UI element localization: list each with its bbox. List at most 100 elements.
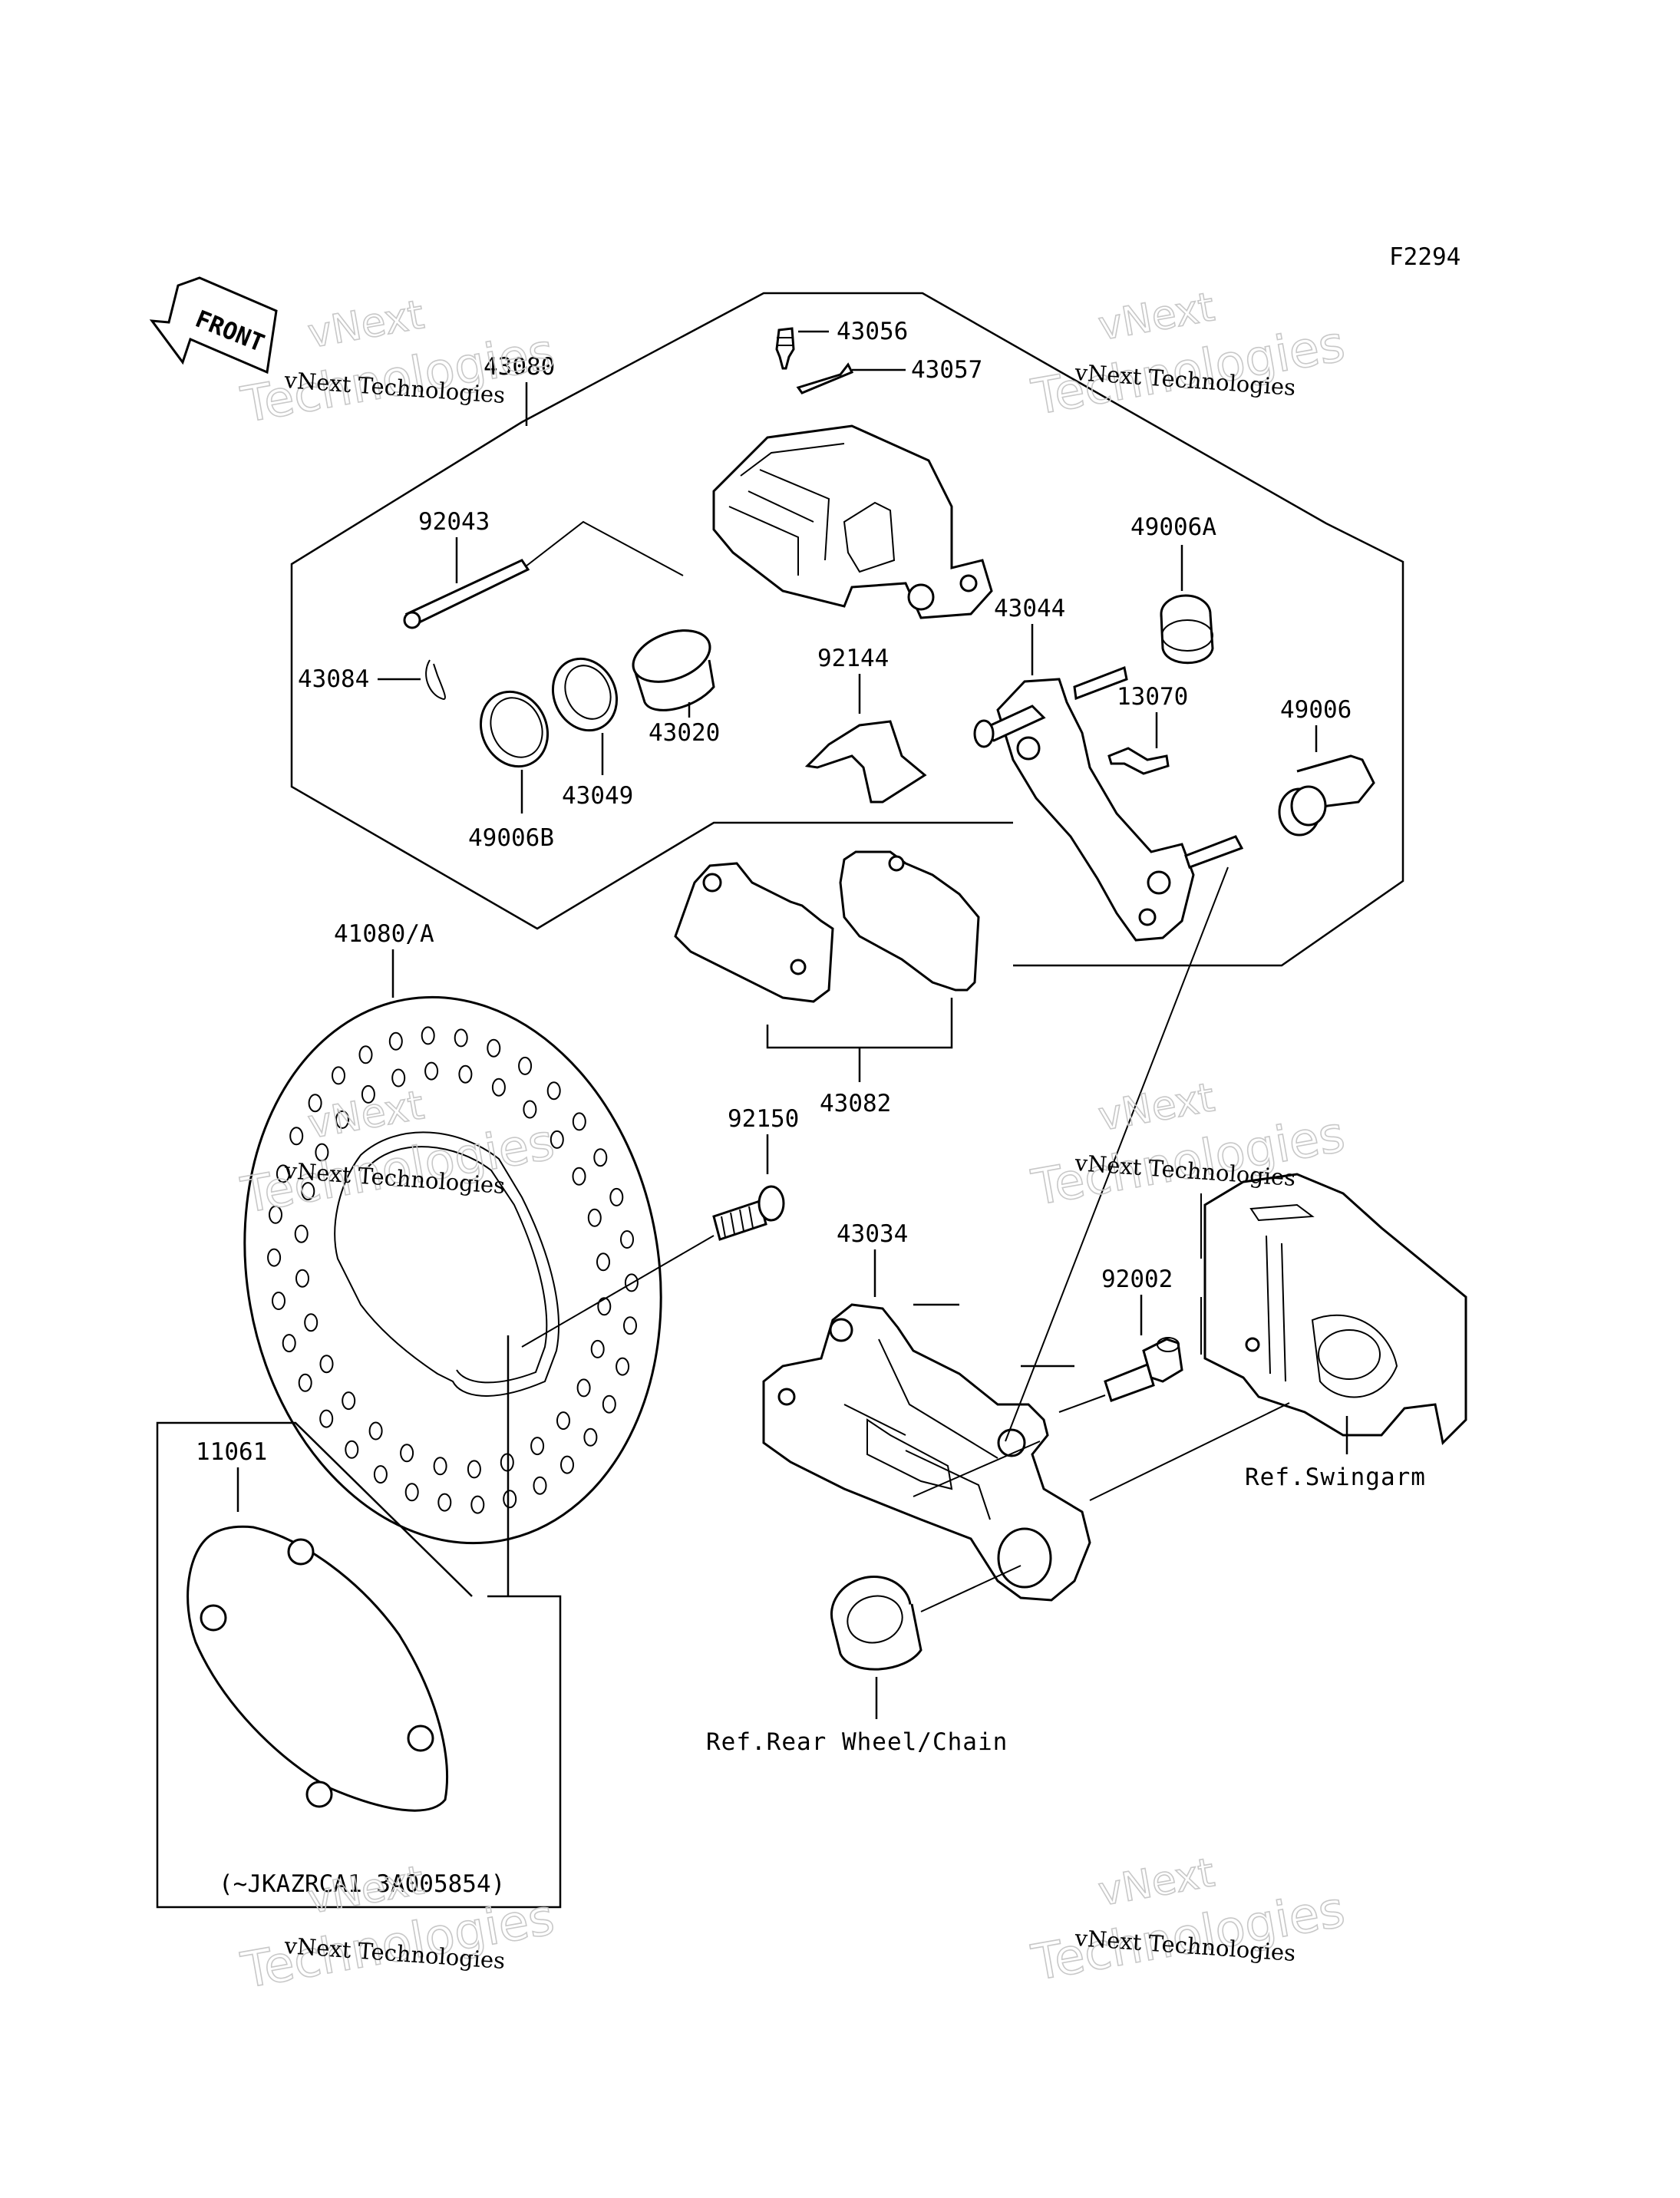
caliper-assembly-boundary	[290, 292, 1404, 967]
figure-code: F2294	[1389, 243, 1461, 271]
label-13070: 13070	[1117, 683, 1188, 711]
disc-hole	[332, 1066, 345, 1085]
disc-bolt	[712, 1185, 785, 1241]
label-43044: 43044	[994, 595, 1065, 622]
label-43020: 43020	[649, 719, 720, 747]
disc-hole	[335, 1110, 349, 1129]
caliper-body	[712, 424, 993, 619]
disc-hole	[623, 1316, 637, 1335]
retainer-clip	[1107, 747, 1170, 775]
label-11061: 11061	[196, 1438, 267, 1466]
disc-hole	[583, 1427, 598, 1447]
disc-hole	[587, 1208, 602, 1227]
disc-hole	[342, 1391, 356, 1411]
disc-hole	[487, 1038, 501, 1058]
disc-hole	[319, 1355, 334, 1374]
pin-clip	[425, 659, 446, 700]
bleeder-cap	[796, 362, 854, 394]
disc-hole	[294, 1224, 309, 1243]
disc-hole	[491, 1078, 506, 1097]
disc-hole	[315, 1143, 329, 1162]
disc-hole	[597, 1297, 612, 1316]
swingarm-block	[1203, 1173, 1467, 1446]
label-49006: 49006	[1280, 696, 1352, 724]
disc-hole	[572, 1167, 586, 1186]
disc-hole	[518, 1056, 533, 1075]
disc-hole	[556, 1411, 570, 1431]
label-43082: 43082	[820, 1090, 891, 1117]
front-arrow-icon: FRONT	[149, 276, 278, 375]
serial-note: (~JKAZRCA1 3A005854)	[219, 1870, 505, 1898]
disc-hole	[572, 1112, 586, 1131]
disc-hole	[368, 1421, 383, 1441]
disc-hole	[308, 1094, 322, 1113]
disc-hole	[576, 1378, 591, 1398]
disc-hole	[546, 1081, 561, 1101]
disc-hole	[272, 1292, 286, 1310]
disc-hole	[437, 1493, 452, 1512]
brake-pad-front	[674, 862, 834, 1003]
label-41080A: 41080/A	[334, 920, 434, 948]
disc-hole	[400, 1444, 414, 1463]
label-43034: 43034	[837, 1220, 908, 1248]
disc-hole	[467, 1460, 481, 1479]
gasket-inset-frame	[156, 1421, 562, 1909]
disc-hole	[550, 1130, 564, 1149]
disc-hole	[533, 1476, 547, 1495]
label-49006A: 49006A	[1130, 513, 1216, 541]
disc-hole	[373, 1465, 388, 1484]
disc-hole	[530, 1437, 545, 1456]
ref-swingarm: Ref.Swingarm	[1245, 1464, 1426, 1491]
label-92002: 92002	[1101, 1266, 1173, 1293]
disc-hole	[289, 1127, 304, 1146]
disc-hole	[301, 1182, 315, 1201]
disc-hole	[358, 1045, 373, 1064]
gasket	[186, 1525, 448, 1812]
disc-hole	[421, 1026, 435, 1045]
label-49006B: 49006B	[468, 824, 554, 852]
disc-hole	[602, 1394, 616, 1414]
brake-pad-rear	[839, 850, 980, 992]
disc-hole	[267, 1248, 282, 1267]
disc-hole	[593, 1148, 608, 1167]
piston-seal	[479, 690, 550, 768]
disc-hole	[620, 1230, 634, 1249]
pad-spring	[804, 720, 927, 804]
disc-hole	[388, 1031, 403, 1051]
disc-hole	[361, 1084, 375, 1104]
label-43084: 43084	[298, 665, 369, 693]
disc-hole	[433, 1457, 447, 1476]
disc-hole	[304, 1313, 319, 1332]
caliper-bracket	[973, 665, 1244, 942]
disc-hole	[404, 1483, 419, 1502]
disc-hole	[454, 1028, 468, 1048]
disc-hole	[560, 1455, 574, 1474]
disc-hole	[319, 1409, 334, 1428]
label-92150: 92150	[728, 1105, 799, 1133]
disc-hole	[269, 1205, 282, 1224]
disc-hole	[282, 1334, 296, 1353]
rubber-boot-a	[1160, 594, 1214, 665]
dust-seal	[551, 657, 619, 732]
disc-hole	[616, 1357, 630, 1376]
caliper-mount-bracket	[762, 1303, 1091, 1602]
label-92043: 92043	[418, 508, 490, 536]
bleeder-valve	[775, 327, 795, 370]
label-92144: 92144	[817, 645, 889, 672]
disc-hole	[624, 1273, 639, 1292]
disc-hole	[596, 1252, 610, 1272]
disc-hole	[298, 1373, 312, 1392]
disc-hole	[590, 1339, 605, 1358]
disc-hole	[295, 1269, 309, 1288]
disc-hole	[424, 1061, 439, 1081]
pad-pin	[403, 559, 530, 629]
disc-hole	[458, 1064, 473, 1084]
piston	[632, 629, 715, 711]
mounting-bolt	[1104, 1337, 1183, 1402]
label-43056: 43056	[837, 318, 908, 345]
disc-hole	[276, 1164, 290, 1183]
